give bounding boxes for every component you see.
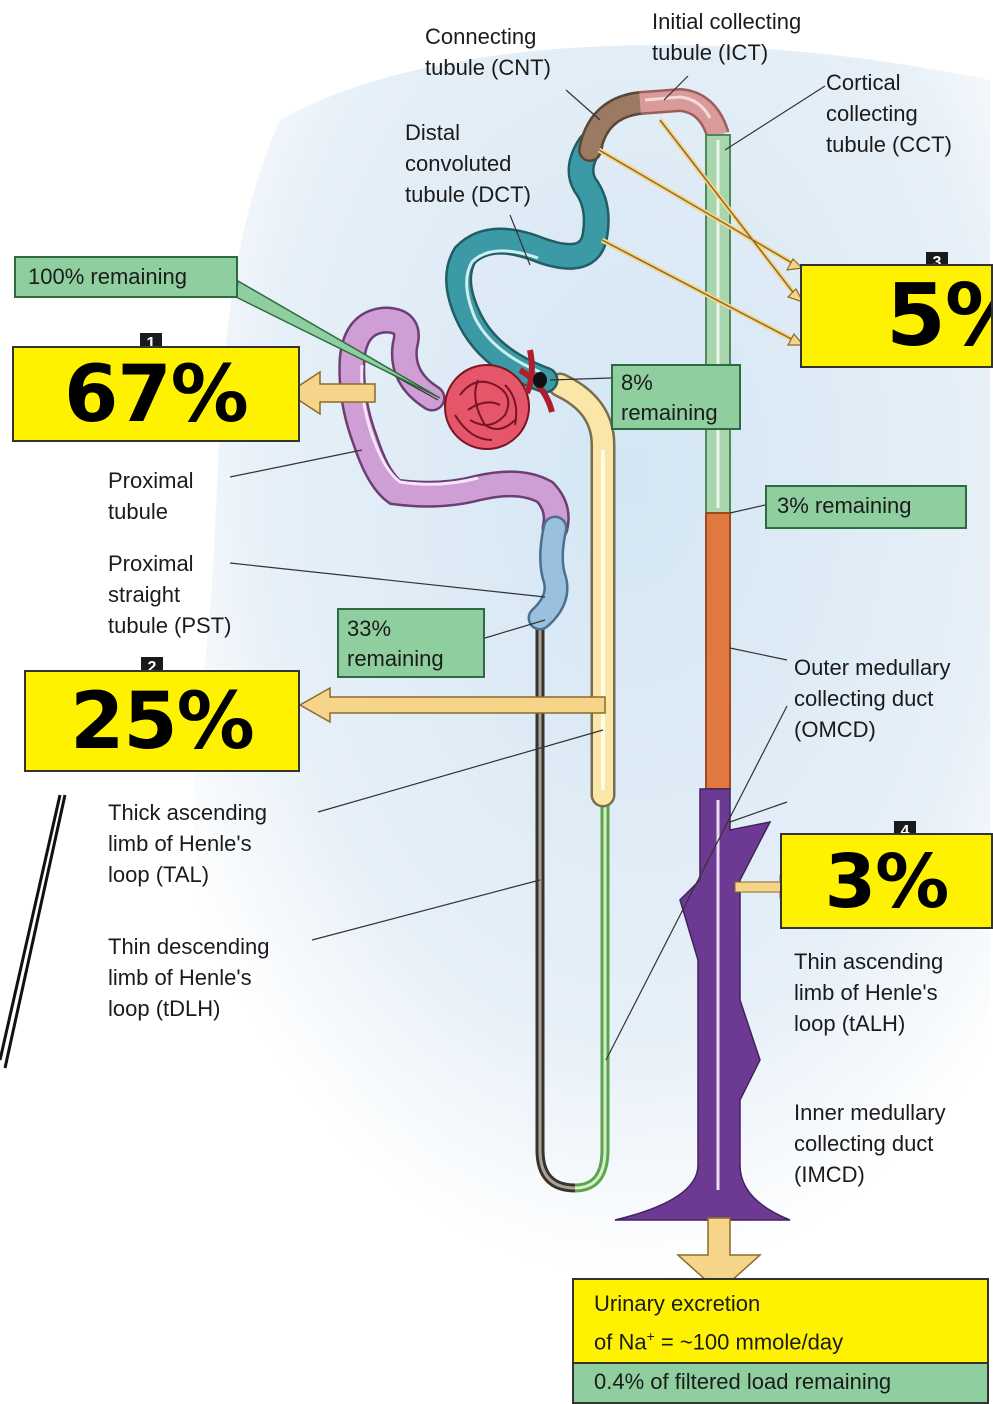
excretion-line-2-prefix: of Na	[594, 1329, 647, 1354]
label-connecting-tubule: Connecting tubule (CNT)	[425, 21, 551, 83]
excretion-line-1: Urinary excretion	[574, 1280, 987, 1320]
label-distal-convoluted-tubule: Distal convoluted tubule (DCT)	[405, 117, 531, 210]
reabsorption-percent-1: 67%	[14, 348, 298, 442]
excretion-line-3: 0.4% of filtered load remaining	[574, 1362, 987, 1402]
reabsorption-percent-2: 25%	[26, 672, 298, 772]
macula-densa	[533, 372, 547, 388]
label-inner-medullary-collecting-duct: Inner medullary collecting duct (IMCD)	[794, 1097, 946, 1190]
reabsorption-percent-4: 3%	[782, 835, 991, 929]
remaining-8-box: 8% remaining	[611, 364, 741, 430]
label-outer-medullary-collecting-duct: Outer medullary collecting duct (OMCD)	[794, 652, 951, 745]
remaining-3-box: 3% remaining	[765, 485, 967, 529]
reabsorption-box-1: 67%	[12, 346, 300, 442]
outer-medullary-collecting-duct	[706, 513, 730, 789]
remaining-100-box: 100% remaining	[14, 256, 238, 298]
scan-artifact-lines	[0, 795, 65, 1068]
reabsorption-box-4: 3%	[780, 833, 993, 929]
reabsorption-box-2: 25%	[24, 670, 300, 772]
label-proximal-tubule: Proximal tubule	[108, 465, 194, 527]
excretion-line-2-suffix: = ~100 mmole/day	[655, 1329, 843, 1354]
sodium-charge: +	[647, 1328, 655, 1344]
excretion-line-2: of Na+ = ~100 mmole/day	[574, 1320, 987, 1362]
label-thick-ascending-limb: Thick ascending limb of Henle's loop (TA…	[108, 797, 267, 890]
label-initial-collecting-tubule: Initial collecting tubule (ICT)	[652, 6, 801, 68]
reabsorption-percent-3: 5%	[802, 266, 991, 366]
reabsorption-box-3: 5%	[800, 264, 993, 368]
label-proximal-straight-tubule: Proximal straight tubule (PST)	[108, 548, 232, 641]
label-thin-descending-limb: Thin descending limb of Henle's loop (tD…	[108, 931, 269, 1024]
remaining-33-box: 33% remaining	[337, 608, 485, 678]
label-thin-ascending-limb: Thin ascending limb of Henle's loop (tAL…	[794, 946, 943, 1039]
label-cortical-collecting-tubule: Cortical collecting tubule (CCT)	[826, 67, 952, 160]
urinary-excretion-box: Urinary excretion of Na+ = ~100 mmole/da…	[572, 1278, 989, 1404]
